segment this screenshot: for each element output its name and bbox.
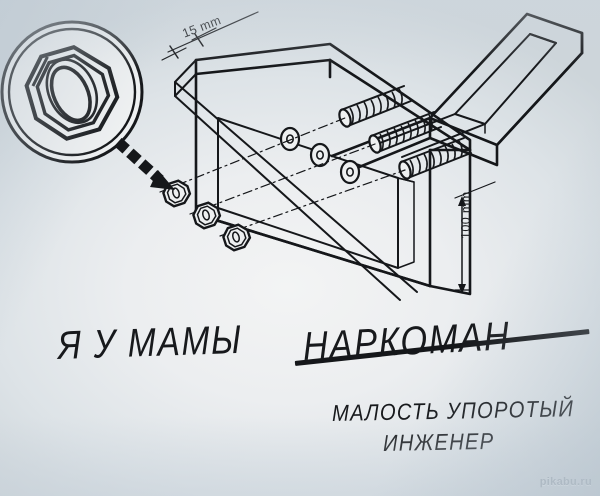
meme-line-main: Я У МАМЫ xyxy=(57,317,244,368)
dimension-label-100mm: 100 mm xyxy=(459,191,473,239)
meme-line-sub-2: ИНЖЕНЕР xyxy=(382,427,495,456)
dimension-label-15mm: 15 mm xyxy=(180,13,224,41)
site-watermark: pikabu.ru xyxy=(539,476,592,488)
meme-line-sub-1: МАЛОСТЬ УПОРОТЫЙ xyxy=(331,395,575,426)
